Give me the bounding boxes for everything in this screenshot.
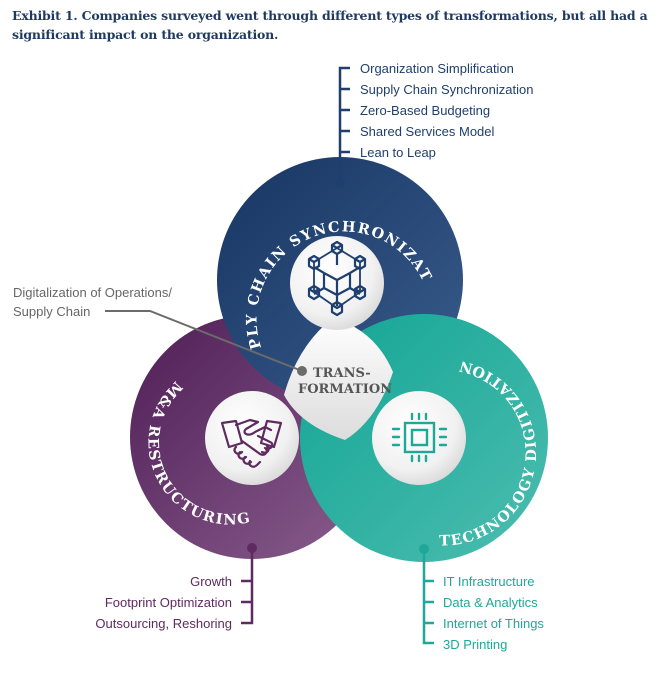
ma-list-item: Footprint Optimization bbox=[105, 595, 232, 610]
supply-chain-list-item: Organization Simplification bbox=[360, 61, 514, 76]
callout-dot bbox=[297, 366, 307, 376]
technology-bracket bbox=[422, 549, 434, 645]
supply-chain-list-item: Zero-Based Budgeting bbox=[360, 103, 490, 118]
technology-bracket-dot bbox=[419, 544, 429, 554]
ma-list-item: Outsourcing, Reshoring bbox=[95, 616, 232, 631]
handshake-icon bbox=[220, 418, 283, 468]
ma-bracket bbox=[241, 548, 254, 625]
technology-list-item: IT Infrastructure bbox=[443, 574, 535, 589]
callout-text-line2: Supply Chain bbox=[13, 304, 90, 319]
ma-bracket-dot bbox=[247, 543, 257, 553]
technology-list-item: Internet of Things bbox=[443, 616, 544, 631]
callout-leader-line bbox=[105, 310, 303, 372]
supply-chain-list-item: Supply Chain Synchronization bbox=[360, 82, 533, 97]
microchip-icon bbox=[391, 412, 448, 463]
callout-text-line1: Digitalization of Operations/ bbox=[13, 285, 172, 300]
network-cubes-icon bbox=[307, 240, 367, 317]
supply-chain-list-item: Shared Services Model bbox=[360, 124, 495, 139]
transformation-label-line1: TRANS- bbox=[313, 366, 371, 381]
ma-icon-disc bbox=[205, 391, 299, 485]
technology-list-item: Data & Analytics bbox=[443, 595, 538, 610]
supply-chain-bracket bbox=[338, 66, 350, 183]
transformation-center-region bbox=[284, 318, 393, 440]
exhibit-title: Exhibit 1. Companies surveyed went throu… bbox=[12, 8, 648, 42]
supply-chain-list-item: Lean to Leap bbox=[360, 145, 436, 160]
technology-list-item: 3D Printing bbox=[443, 637, 507, 652]
technology-icon-disc bbox=[372, 391, 466, 485]
transformation-label-line2: FORMATION bbox=[298, 382, 392, 397]
supply-chain-bracket-dot bbox=[335, 178, 345, 188]
ma-list-item: Growth bbox=[190, 574, 232, 589]
